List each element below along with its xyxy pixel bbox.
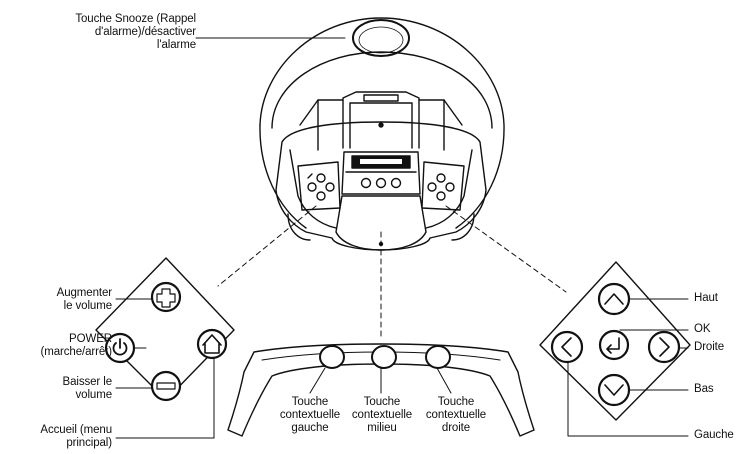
label-volume-down: Baisser le volume xyxy=(62,376,113,401)
plus-icon xyxy=(156,288,176,308)
home-icon xyxy=(202,334,222,354)
right-key[interactable] xyxy=(647,330,681,364)
right-keypad-frame xyxy=(539,261,691,421)
label-volume-up: Augmenter le volume xyxy=(56,287,112,312)
label-soft-middle: Touche contextuelle milieu xyxy=(351,396,413,434)
left-key[interactable] xyxy=(550,330,584,364)
soft-key-left[interactable] xyxy=(319,345,345,369)
volume-down-key[interactable] xyxy=(150,370,182,402)
down-key[interactable] xyxy=(597,373,631,407)
chevron-right-icon xyxy=(659,337,670,357)
right-keypad xyxy=(539,261,691,421)
enter-icon xyxy=(606,337,620,354)
label-ok: OK xyxy=(694,323,711,335)
dashed-guides xyxy=(217,205,567,337)
volume-up-key[interactable] xyxy=(150,281,182,313)
ok-key[interactable] xyxy=(598,329,630,361)
device-illustration xyxy=(259,17,505,251)
label-left: Gauche xyxy=(694,429,734,441)
chevron-up-icon xyxy=(604,293,624,305)
label-up: Haut xyxy=(694,292,718,304)
home-key[interactable] xyxy=(196,328,228,360)
power-key[interactable] xyxy=(104,332,136,364)
up-key[interactable] xyxy=(597,282,631,316)
label-home: Accueil (menu principal) xyxy=(40,424,112,449)
label-power: POWER (marche/arrêt) xyxy=(40,333,113,358)
label-soft-right: Touche contextuelle droite xyxy=(425,396,487,434)
minus-icon xyxy=(156,382,176,390)
leader-lines xyxy=(115,37,689,439)
left-keypad xyxy=(95,257,235,402)
label-down: Bas xyxy=(694,383,714,395)
chevron-down-icon xyxy=(604,384,624,396)
chevron-left-icon xyxy=(561,337,572,357)
power-icon xyxy=(112,338,128,356)
label-right: Droite xyxy=(694,341,725,353)
device-dome xyxy=(259,17,505,229)
snooze-button[interactable] xyxy=(352,19,410,57)
label-snooze: Touche Snooze (Rappel d'alarme)/désactiv… xyxy=(75,13,196,51)
soft-key-bar xyxy=(227,343,535,437)
soft-key-right[interactable] xyxy=(425,345,451,369)
soft-key-middle[interactable] xyxy=(371,345,397,369)
label-soft-left: Touche contextuelle gauche xyxy=(279,396,341,434)
